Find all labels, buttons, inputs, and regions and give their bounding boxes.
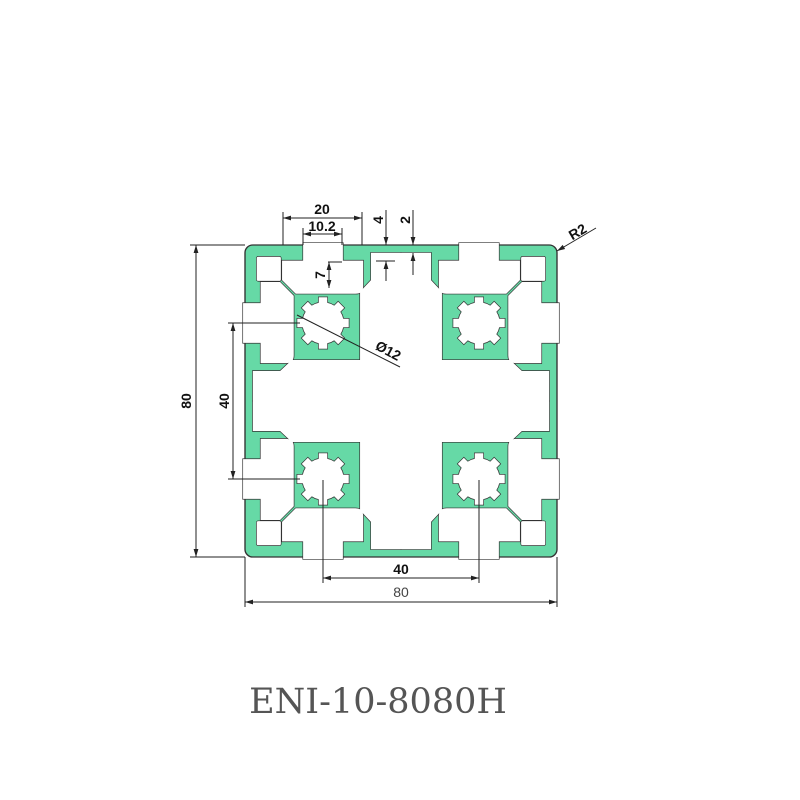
dim-height-bore-spacing: 40 [216, 322, 300, 480]
dim-slot-pitch: 20 [282, 201, 363, 245]
dim-label-80-bottom: 80 [393, 584, 409, 600]
dim-label-2: 2 [397, 216, 413, 224]
dim-label-4: 4 [370, 216, 386, 224]
dim-label-7: 7 [312, 271, 328, 279]
dim-label-10-2: 10.2 [308, 218, 335, 234]
dim-top-wall: 4 [370, 210, 395, 281]
dim-slot-opening: 10.2 [302, 218, 343, 245]
dim-corner-radius: R2 [556, 220, 597, 252]
dim-label-40-bottom: 40 [393, 561, 409, 577]
dim-center-wall: 2 [397, 210, 416, 275]
dim-label-40-left: 40 [216, 393, 232, 409]
profile-part-number: ENI-10-8080H [249, 682, 507, 722]
aluminum-profile-section [243, 243, 559, 559]
dim-label-80-left: 80 [178, 393, 194, 409]
dim-label-r2: R2 [566, 220, 590, 243]
dim-width-bore-spacing: 40 [322, 480, 480, 583]
dim-width-overall: 80 [244, 557, 558, 607]
dim-slot-depth: 7 [312, 261, 342, 288]
dim-label-20: 20 [314, 201, 330, 217]
dim-height-overall: 80 [178, 244, 245, 558]
